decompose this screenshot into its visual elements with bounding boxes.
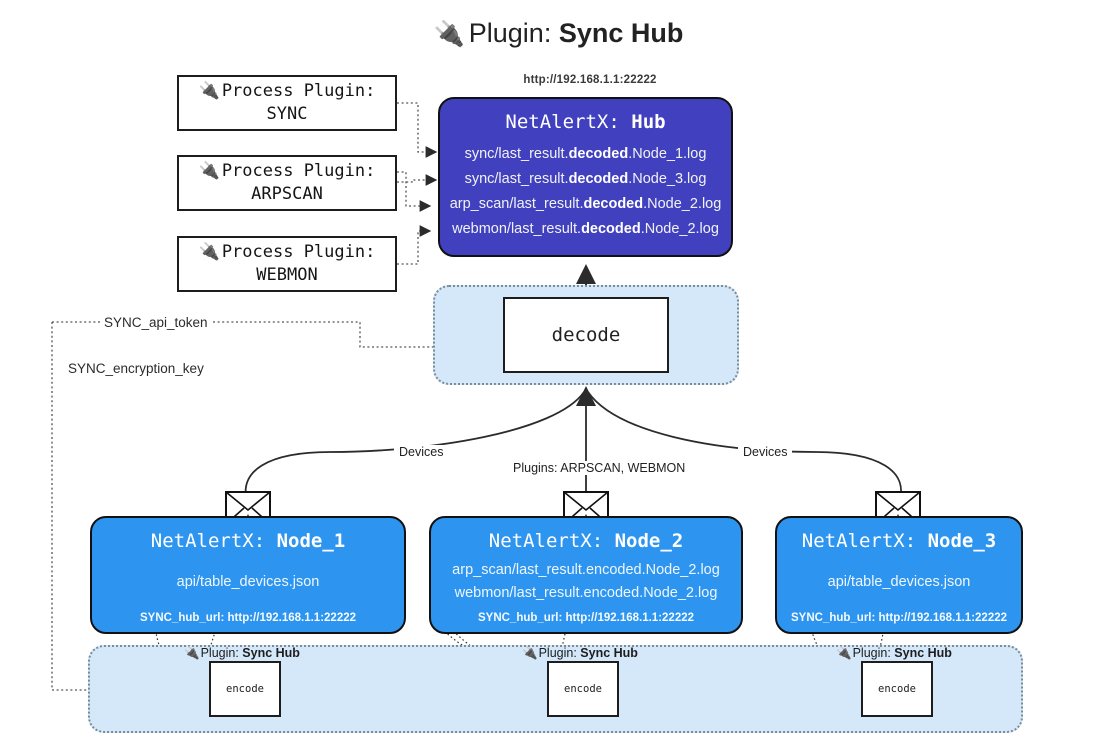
process-plugin-name: WEBMON — [256, 265, 318, 285]
node-title-name: Node_1 — [276, 530, 346, 552]
encoder-label-name: Sync Hub — [894, 646, 952, 660]
log-em: decoded — [568, 171, 629, 187]
node-line: arp_scan/last_result.encoded.Node_2.log — [452, 562, 720, 578]
encoder-label-1: 🔌Plugin: Sync Hub — [184, 646, 300, 661]
plug-icon: 🔌 — [198, 81, 220, 102]
node-box-node-1[interactable]: NetAlertX: Node_1 api/table_devices.json… — [90, 516, 406, 634]
process-plugin-name: ARPSCAN — [251, 184, 323, 204]
edge-label-plugins: Plugins: ARPSCAN, WEBMON — [508, 461, 691, 475]
plug-icon: 🔌 — [184, 646, 200, 660]
node-title-name: Node_3 — [927, 530, 997, 552]
plug-icon: 🔌 — [433, 20, 465, 48]
encoder-label-2: 🔌Plugin: Sync Hub — [522, 646, 638, 661]
page-title-name: Sync Hub — [558, 18, 684, 48]
process-plugin-label: Process Plugin: — [221, 242, 376, 263]
edge-label-devices-right: Devices — [738, 445, 793, 459]
hub-log-line: arp_scan/last_result.decoded.Node_2.log — [440, 192, 731, 217]
node-footer: SYNC_hub_url: http://192.168.1.1:22222 — [139, 612, 357, 624]
node-box-node-2[interactable]: NetAlertX: Node_2 arp_scan/last_result.e… — [429, 516, 743, 634]
node-title-name: Node_2 — [614, 530, 684, 552]
page-title: 🔌Plugin: Sync Hub — [0, 18, 1117, 49]
node-line: api/table_devices.json — [176, 574, 320, 590]
sync-api-token-label: SYNC_api_token — [100, 315, 212, 330]
edge-label-devices-left: Devices — [394, 445, 449, 459]
node-title: NetAlertX: Node_3 — [777, 530, 1021, 552]
node-title: NetAlertX: Node_1 — [92, 530, 404, 552]
log-em: decoded — [581, 221, 641, 237]
hub-title-name: Hub — [631, 111, 666, 133]
plug-icon: 🔌 — [198, 161, 220, 182]
log-post: .Node_2.log — [643, 196, 722, 212]
log-post: .Node_3.log — [628, 171, 707, 187]
hub-title: NetAlertX: Hub — [440, 111, 731, 133]
encoder-label-prefix: Plugin: — [200, 646, 243, 660]
sync-encryption-key-label: SYNC_encryption_key — [64, 361, 208, 376]
plug-icon: 🔌 — [522, 646, 538, 660]
process-plugin-label: Process Plugin: — [221, 81, 376, 102]
process-plugin-box-sync[interactable]: 🔌Process Plugin: SYNC — [177, 75, 397, 131]
node-footer: SYNC_hub_url: http://192.168.1.1:22222 — [790, 612, 1008, 624]
encoder-label-prefix: Plugin: — [852, 646, 895, 660]
hub-box[interactable]: NetAlertX: Hub sync/last_result.decoded.… — [438, 97, 733, 257]
hub-title-prefix: NetAlertX: — [505, 111, 632, 133]
log-post: .Node_2.log — [640, 221, 719, 237]
log-em: decoded — [583, 196, 644, 212]
page-title-prefix: Plugin: — [468, 18, 559, 48]
node-title-prefix: NetAlertX: — [801, 530, 928, 552]
log-pre: arp_scan/last_result. — [449, 196, 584, 212]
decode-box[interactable]: decode — [503, 297, 669, 373]
log-em: decoded — [568, 146, 629, 162]
process-plugin-box-arpscan[interactable]: 🔌Process Plugin: ARPSCAN — [177, 155, 397, 211]
plug-icon: 🔌 — [198, 242, 220, 263]
log-pre: webmon/last_result. — [452, 221, 582, 237]
node-title: NetAlertX: Node_2 — [431, 530, 741, 552]
node-line: webmon/last_result.encoded.Node_2.log — [454, 585, 718, 601]
log-post: .Node_1.log — [628, 146, 707, 162]
node-line: api/table_devices.json — [827, 574, 971, 590]
log-pre: sync/last_result. — [464, 146, 569, 162]
process-plugin-box-webmon[interactable]: 🔌Process Plugin: WEBMON — [177, 236, 397, 292]
log-pre: sync/last_result. — [464, 171, 569, 187]
hub-url-label: http://192.168.1.1:22222 — [523, 74, 657, 86]
encode-box-2[interactable]: encode — [547, 661, 619, 717]
node-title-prefix: NetAlertX: — [488, 530, 615, 552]
process-plugin-label: Process Plugin: — [221, 161, 376, 182]
encoder-label-name: Sync Hub — [580, 646, 638, 660]
encoder-label-prefix: Plugin: — [538, 646, 581, 660]
node-footer: SYNC_hub_url: http://192.168.1.1:22222 — [477, 612, 695, 624]
encode-box-3[interactable]: encode — [861, 661, 933, 717]
node-box-node-3[interactable]: NetAlertX: Node_3 api/table_devices.json… — [775, 516, 1023, 634]
hub-log-line: sync/last_result.decoded.Node_3.log — [440, 167, 731, 192]
plug-icon: 🔌 — [836, 646, 852, 660]
encode-box-1[interactable]: encode — [209, 661, 281, 717]
encoder-label-name: Sync Hub — [242, 646, 300, 660]
process-plugin-name: SYNC — [266, 104, 308, 124]
node-title-prefix: NetAlertX: — [150, 530, 277, 552]
encoder-label-3: 🔌Plugin: Sync Hub — [836, 646, 952, 661]
hub-log-line: sync/last_result.decoded.Node_1.log — [440, 142, 731, 167]
hub-log-line: webmon/last_result.decoded.Node_2.log — [440, 217, 731, 242]
